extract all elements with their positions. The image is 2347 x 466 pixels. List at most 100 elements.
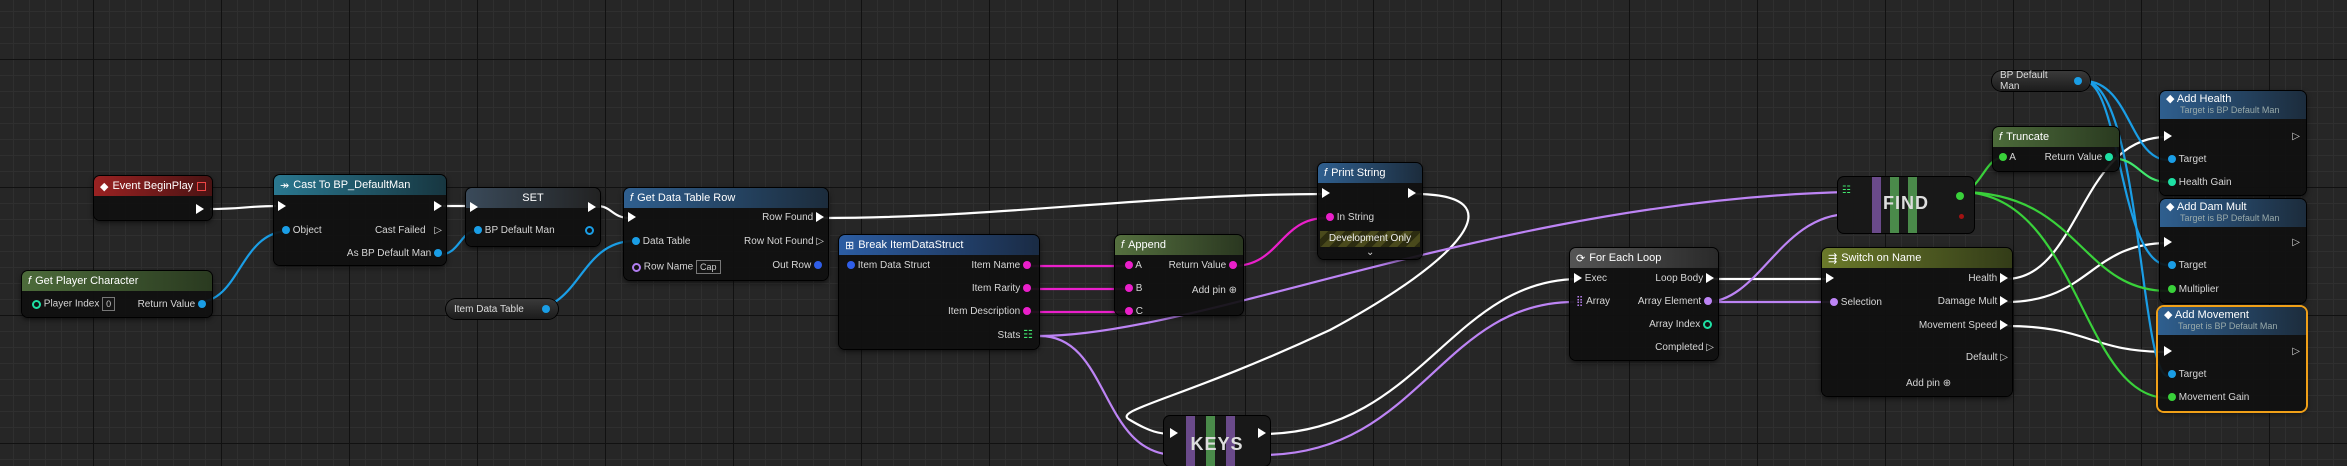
chevron-down-icon[interactable]: ⌄ xyxy=(1366,247,1375,258)
set-var-out-pin[interactable] xyxy=(585,225,594,237)
set-header: SET xyxy=(466,188,600,208)
append-add-pin-label: Add pin xyxy=(1191,285,1226,296)
append-title: Append xyxy=(1128,239,1166,251)
get-player-character-header: f Get Player Character xyxy=(22,271,212,291)
return-value-pin[interactable]: Return Value xyxy=(138,299,206,311)
add-health-exec-out-pin[interactable]: ▷ xyxy=(2292,131,2300,142)
player-index-pin[interactable]: Player Index 0 xyxy=(32,297,116,311)
player-index-value[interactable]: 0 xyxy=(102,297,116,311)
for-each-array-pin[interactable]: ⣿ Array xyxy=(1576,296,1610,308)
row-name-value[interactable]: Cap xyxy=(696,260,721,274)
add-dam-exec-out-pin[interactable]: ▷ xyxy=(2292,237,2300,248)
add-dam-mult-node[interactable]: ◆ Add Dam Mult Target is BP Default Man … xyxy=(2160,199,2306,303)
truncate-a-pin[interactable]: A xyxy=(1999,152,2016,164)
print-string-header: f Print String xyxy=(1318,163,1422,183)
add-movement-exec-out-pin[interactable]: ▷ xyxy=(2292,346,2300,357)
add-dam-exec-in-pin[interactable] xyxy=(2164,237,2172,249)
event-beginplay-node[interactable]: ◆ Event BeginPlay xyxy=(94,176,212,220)
return-value-label: Return Value xyxy=(137,299,196,310)
append-node[interactable]: f Append A B C Return Value Add pin ⊕ xyxy=(1115,235,1243,318)
loop-body-pin[interactable]: Loop Body xyxy=(1655,273,1714,285)
print-exec-out-pin[interactable] xyxy=(1408,188,1416,200)
keys-node[interactable]: KEYS xyxy=(1164,416,1270,466)
health-gain-pin[interactable]: Health Gain xyxy=(2168,177,2232,189)
add-health-node[interactable]: ◆ Add Health Target is BP Default Man ▷ … xyxy=(2160,91,2306,195)
set-node[interactable]: SET BP Default Man xyxy=(466,188,600,246)
add-movement-node[interactable]: ◆ Add Movement Target is BP Default Man … xyxy=(2158,307,2306,411)
for-each-loop-node[interactable]: ⟳ For Each Loop Exec ⣿ Array Loop Body A… xyxy=(1570,248,1718,360)
health-pin[interactable]: Health xyxy=(1968,273,2008,285)
break-struct-node[interactable]: ⊞ Break ItemDataStruct Item Data Struct … xyxy=(839,235,1039,349)
switch-exec-in-pin[interactable] xyxy=(1826,273,1834,285)
cast-to-node[interactable]: ↠ Cast To BP_DefaultMan Object Cast Fail… xyxy=(274,175,446,265)
truncate-return-pin[interactable]: Return Value xyxy=(2045,152,2113,164)
cast-failed-pin[interactable]: Cast Failed ▷ xyxy=(374,225,442,236)
cast-object-pin[interactable]: Object xyxy=(282,225,322,237)
exec-out-pin[interactable] xyxy=(196,204,204,216)
item-rarity-pin[interactable]: Item Rarity xyxy=(972,283,1031,295)
completed-pin[interactable]: Completed ▷ xyxy=(1655,342,1714,353)
append-return-pin[interactable]: Return Value xyxy=(1169,260,1237,272)
item-data-struct-pin[interactable]: Item Data Struct xyxy=(847,260,930,272)
find-node[interactable]: FIND ☷ xyxy=(1838,177,1974,233)
row-not-found-pin[interactable]: Row Not Found ▷ xyxy=(744,236,824,247)
set-var-in-pin[interactable]: BP Default Man xyxy=(474,225,555,237)
cast-exec-in-pin[interactable] xyxy=(278,201,286,213)
row-not-found-label: Row Not Found xyxy=(744,236,814,247)
movement-speed-pin[interactable]: Movement Speed xyxy=(1919,320,2008,332)
append-c-label: C xyxy=(1135,306,1144,317)
add-movement-target-pin[interactable]: Target xyxy=(2168,369,2206,381)
append-add-pin-button[interactable]: Add pin ⊕ xyxy=(1192,285,1237,297)
array-element-pin[interactable]: Array Element xyxy=(1638,296,1712,308)
cast-exec-out-pin[interactable] xyxy=(434,201,442,213)
truncate-node[interactable]: f Truncate A Return Value xyxy=(1993,127,2119,171)
row-found-label: Row Found xyxy=(762,212,814,223)
default-pin[interactable]: Default ▷ xyxy=(1965,352,2008,363)
get-data-table-row-node[interactable]: f Get Data Table Row Row Found Data Tabl… xyxy=(624,188,828,280)
find-out-pin[interactable] xyxy=(1956,191,1964,203)
add-dam-title-row: ◆ Add Dam Mult xyxy=(2166,200,2247,213)
get-row-exec-in-pin[interactable] xyxy=(628,212,636,224)
print-exec-in-pin[interactable] xyxy=(1322,188,1330,200)
cast-as-pin[interactable]: As BP Default Man xyxy=(347,248,442,260)
multiplier-pin[interactable]: Multiplier xyxy=(2168,284,2219,296)
development-only-banner: Development Only xyxy=(1320,231,1420,247)
data-table-pin[interactable]: Data Table xyxy=(632,236,690,248)
movement-gain-label: Movement Gain xyxy=(2178,392,2250,403)
add-dam-target-pin[interactable]: Target xyxy=(2168,260,2206,272)
add-health-target-pin[interactable]: Target xyxy=(2168,154,2206,166)
in-string-pin[interactable]: In String xyxy=(1326,212,1374,224)
damage-mult-pin[interactable]: Damage Mult xyxy=(1938,296,2008,308)
row-name-pin[interactable]: Row Name Cap xyxy=(632,260,721,274)
item-data-table-var[interactable]: Item Data Table xyxy=(446,299,558,319)
event-beginplay-header: ◆ Event BeginPlay xyxy=(94,176,212,196)
array-index-pin[interactable]: Array Index xyxy=(1649,319,1712,331)
selection-pin[interactable]: Selection xyxy=(1830,297,1882,309)
set-exec-in-pin[interactable] xyxy=(470,202,478,214)
get-player-character-node[interactable]: f Get Player Character Player Index 0 Re… xyxy=(22,271,212,317)
add-health-exec-in-pin[interactable] xyxy=(2164,131,2172,143)
find-bool-pin[interactable] xyxy=(1959,211,1964,223)
keys-exec-in-pin[interactable] xyxy=(1170,428,1178,440)
row-found-pin[interactable]: Row Found xyxy=(762,212,824,224)
set-exec-out-pin[interactable] xyxy=(588,202,596,214)
event-delegate-icon xyxy=(197,181,206,191)
print-string-node[interactable]: f Print String In String Development Onl… xyxy=(1318,163,1422,259)
for-each-exec-pin[interactable]: Exec xyxy=(1574,273,1607,285)
keys-exec-out-pin[interactable] xyxy=(1258,428,1266,440)
add-movement-exec-in-pin[interactable] xyxy=(2164,346,2172,358)
item-name-pin[interactable]: Item Name xyxy=(971,260,1031,272)
health-gain-label: Health Gain xyxy=(2178,177,2232,188)
append-b-pin[interactable]: B xyxy=(1125,283,1142,295)
find-map-pin[interactable]: ☷ xyxy=(1842,185,1851,196)
movement-gain-pin[interactable]: Movement Gain xyxy=(2168,392,2249,404)
switch-on-name-node[interactable]: ⇶ Switch on Name Selection Health Damage… xyxy=(1822,248,2012,396)
bp-default-man-var[interactable]: BP Default Man xyxy=(1992,70,2090,92)
append-c-pin[interactable]: C xyxy=(1125,306,1143,318)
append-a-pin[interactable]: A xyxy=(1125,260,1142,272)
out-row-pin[interactable]: Out Row xyxy=(772,260,822,272)
keys-stripe-left xyxy=(1186,416,1195,466)
item-description-pin[interactable]: Item Description xyxy=(948,306,1031,318)
switch-add-pin-button[interactable]: Add pin ⊕ xyxy=(1906,378,1951,390)
stats-pin[interactable]: Stats ☷ xyxy=(998,329,1033,342)
